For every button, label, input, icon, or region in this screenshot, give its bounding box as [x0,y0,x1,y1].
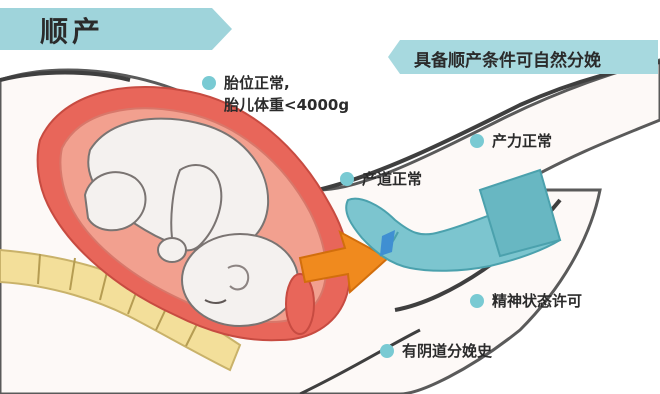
title-banner-shape [0,8,232,50]
condition-mental-state: 精神状态许可 [470,290,582,312]
condition-label: 产力正常 [492,130,552,152]
bullet-dot-icon [340,172,354,186]
condition-labor-force: 产力正常 [470,130,552,152]
page-title: 顺产 [40,10,104,50]
headline: 具备顺产条件可自然分娩 [414,46,601,71]
condition-label-detail: 胎儿体重<4000g [224,94,349,116]
bullet-dot-icon [202,76,216,90]
condition-birth-history: 有阴道分娩史 [380,340,492,362]
condition-birth-canal: 产道正常 [340,168,422,190]
bullet-dot-icon [380,344,394,358]
cervix [286,274,314,334]
bullet-dot-icon [470,294,484,308]
condition-fetal-position: 胎位正常, 胎儿体重<4000g [202,72,349,116]
condition-label: 精神状态许可 [492,290,582,312]
condition-label: 产道正常 [362,168,422,190]
condition-label: 胎位正常, [224,72,349,94]
bullet-dot-icon [470,134,484,148]
condition-label: 有阴道分娩史 [402,340,492,362]
